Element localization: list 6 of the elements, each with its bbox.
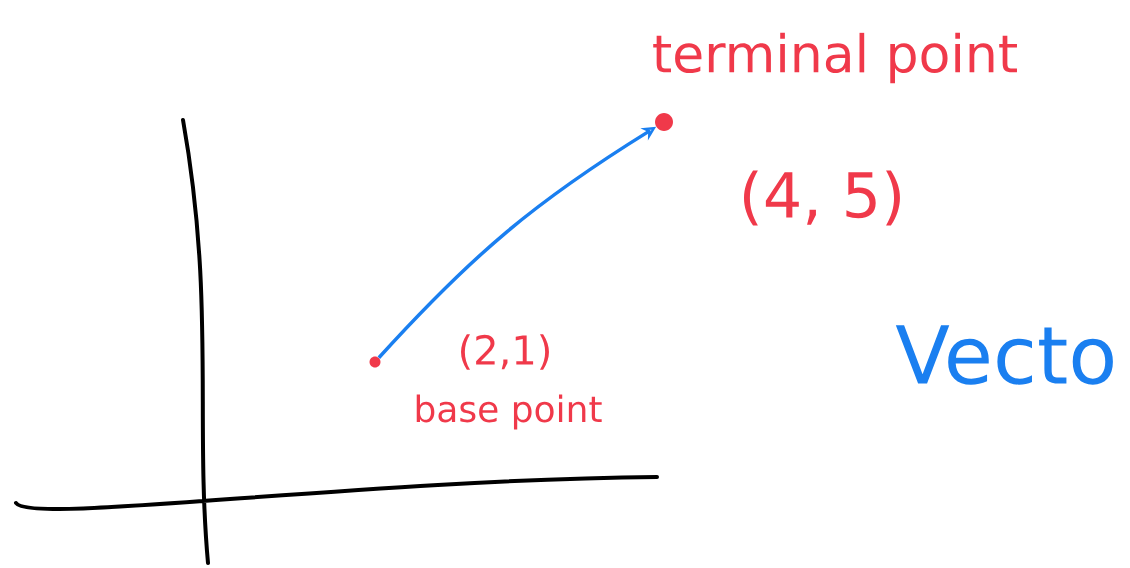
point-dot — [655, 113, 673, 131]
point-label: base point — [416, 394, 602, 430]
point-label: (2,1) — [461, 334, 549, 370]
point-label: terminal point — [653, 32, 1017, 84]
point-label: (4, 5) — [744, 170, 900, 226]
handwritten-word: Vecto — [895, 325, 1113, 385]
